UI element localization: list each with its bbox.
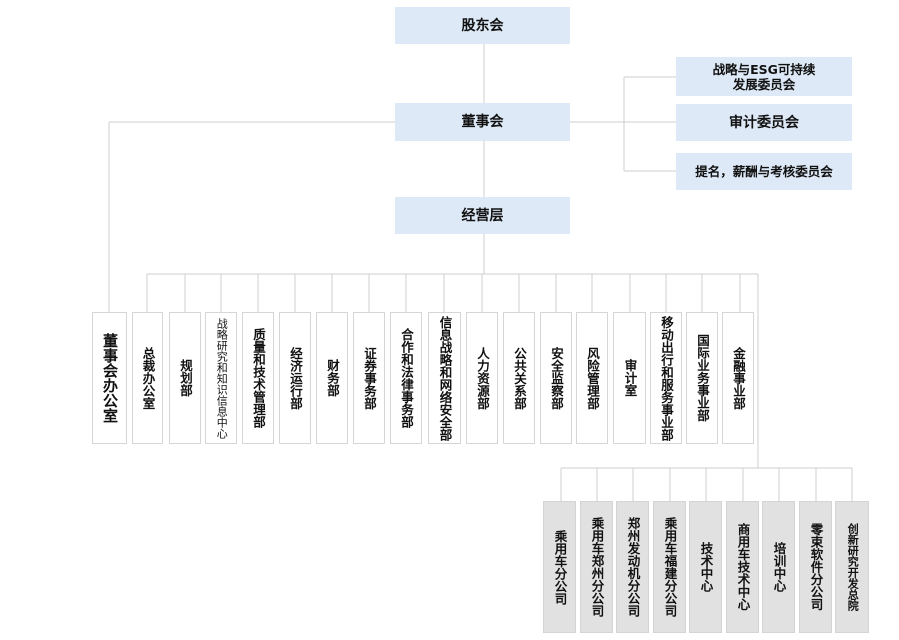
- department-label: 董事会办公室: [101, 333, 119, 423]
- department-node: 审计室: [613, 312, 646, 444]
- department-node: 国际业务事业部: [686, 312, 718, 444]
- board-label: 董事会: [461, 114, 504, 130]
- department-node: 合作和法律事务部: [390, 312, 422, 444]
- department-node: 风险管理部: [576, 312, 608, 444]
- department-node: 人力资源部: [466, 312, 498, 444]
- unit-label: 乘用车分公司: [552, 529, 568, 605]
- unit-label: 乘用车郑州分公司: [589, 517, 605, 617]
- department-label: 金融事业部: [731, 346, 746, 410]
- department-node: 金融事业部: [722, 312, 754, 444]
- unit-node: 商用车技术中心: [726, 501, 759, 633]
- department-node: 公共关系部: [503, 312, 535, 444]
- management-label: 经营层: [461, 207, 504, 224]
- department-label: 质量和技术管理部: [251, 328, 266, 428]
- department-node: 信息战略和网络安全部: [428, 312, 461, 444]
- department-node: 战略研究和知识信息中心: [205, 312, 237, 444]
- department-label: 战略研究和知识信息中心: [215, 317, 229, 439]
- unit-node: 乘用车郑州分公司: [580, 501, 613, 633]
- unit-node: 零束软件分公司: [799, 501, 832, 633]
- department-label: 人力资源部: [475, 346, 490, 410]
- unit-label: 创新研究开发总院: [846, 523, 860, 611]
- committee-label: 战略与ESG可持续 发展委员会: [712, 61, 816, 92]
- committee-label: 提名，薪酬与考核委员会: [695, 163, 833, 179]
- department-label: 合作和法律事务部: [399, 328, 414, 428]
- unit-label: 郑州发动机分公司: [625, 517, 641, 617]
- unit-label: 技术中心: [698, 542, 714, 592]
- committee-strategy-esg: 战略与ESG可持续 发展委员会: [676, 57, 852, 96]
- department-node: 财务部: [316, 312, 348, 444]
- department-node: 移动出行和服务事业部: [650, 312, 682, 444]
- committee-audit: 审计委员会: [676, 104, 852, 141]
- department-label: 审计室: [622, 359, 638, 397]
- department-label: 财务部: [325, 359, 340, 397]
- department-label: 信息战略和网络安全部: [437, 315, 453, 441]
- shareholders-label: 股东会: [461, 17, 504, 34]
- department-label: 经济运行部: [288, 346, 303, 410]
- department-label: 证券事务部: [362, 346, 377, 410]
- department-label: 国际业务事业部: [695, 334, 710, 422]
- department-node: 质量和技术管理部: [242, 312, 274, 444]
- committee-label: 审计委员会: [729, 114, 799, 131]
- committee-nomination-remuneration: 提名，薪酬与考核委员会: [676, 153, 852, 190]
- unit-node: 乘用车福建分公司: [653, 501, 686, 633]
- department-node: 安全监察部: [540, 312, 572, 444]
- department-label: 风险管理部: [585, 346, 600, 410]
- department-label: 总裁办公室: [140, 346, 156, 410]
- department-label: 规划部: [178, 359, 193, 397]
- unit-label: 商用车技术中心: [735, 523, 751, 611]
- department-node: 总裁办公室: [132, 312, 163, 444]
- unit-node: 培训中心: [762, 501, 795, 633]
- department-label: 安全监察部: [549, 346, 564, 410]
- management-node: 经营层: [395, 197, 570, 234]
- department-node: 证券事务部: [353, 312, 385, 444]
- unit-node: 技术中心: [689, 501, 722, 633]
- unit-node: 创新研究开发总院: [835, 501, 869, 633]
- unit-label: 乘用车福建分公司: [662, 517, 678, 617]
- unit-label: 零束软件分公司: [808, 523, 824, 611]
- unit-node: 郑州发动机分公司: [616, 501, 649, 633]
- department-node: 经济运行部: [279, 312, 311, 444]
- unit-label: 培训中心: [771, 542, 787, 592]
- department-node: 董事会办公室: [92, 312, 127, 444]
- department-label: 公共关系部: [512, 346, 527, 410]
- shareholders-node: 股东会: [395, 7, 570, 44]
- unit-node: 乘用车分公司: [543, 501, 576, 633]
- department-label: 移动出行和服务事业部: [659, 315, 674, 441]
- board-node: 董事会: [395, 103, 570, 141]
- department-node: 规划部: [169, 312, 201, 444]
